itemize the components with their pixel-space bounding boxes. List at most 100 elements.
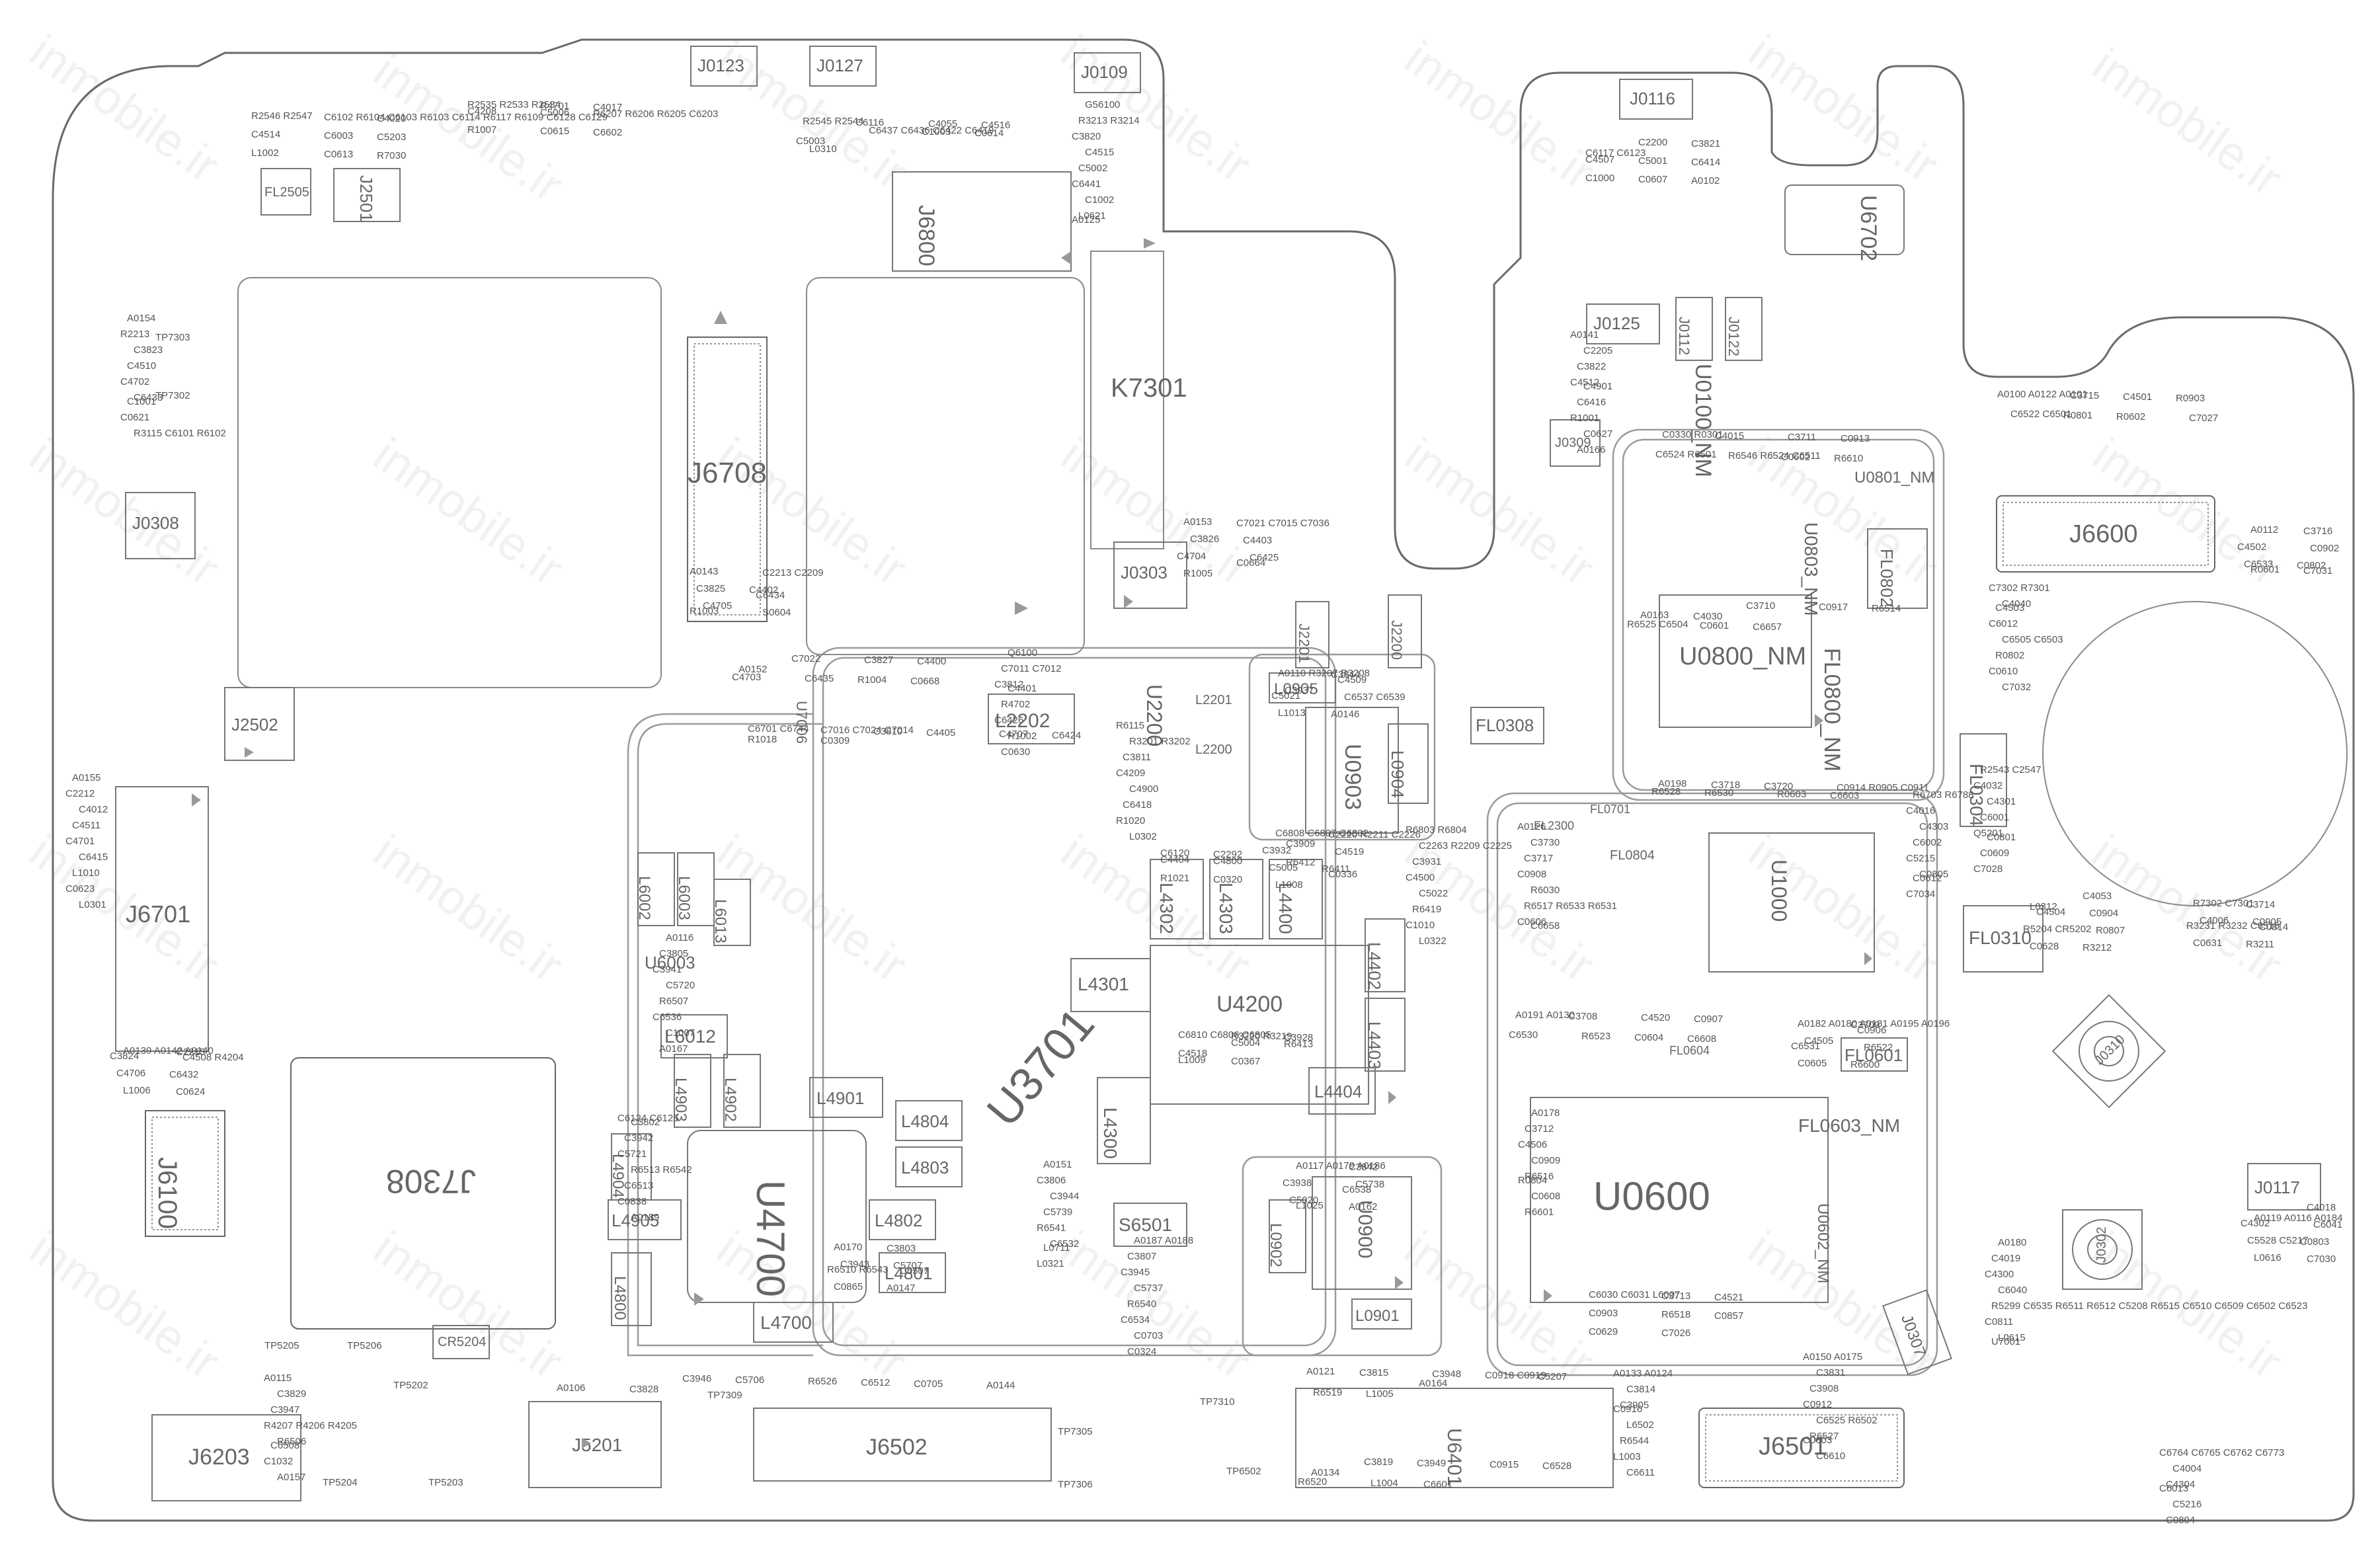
refdes-label: C0610 <box>1989 666 2018 677</box>
refdes-label: C5001 <box>1638 155 1667 167</box>
refdes-label: C5739 <box>1043 1207 1072 1218</box>
refdes-label: C4511 <box>72 820 100 831</box>
j6502-body <box>753 1408 1052 1482</box>
refdes-label: C3946 <box>682 1373 711 1384</box>
refdes-label: L1009 <box>1178 1054 1206 1066</box>
refdes-label: C0605 <box>1798 1058 1827 1069</box>
refdes-label: A0147 <box>887 1283 915 1294</box>
label-L2200: L2200 <box>1195 742 1232 757</box>
refdes-label: C2215 <box>176 1047 205 1058</box>
shield-k7301 <box>806 277 1085 655</box>
refdes-label: R6526 <box>808 1376 837 1387</box>
refdes-label: C0324 <box>1127 1346 1156 1357</box>
label-FL2505: FL2505 <box>264 185 309 200</box>
label-L4801: L4801 <box>885 1263 932 1283</box>
refdes-label: C4402 <box>749 584 778 596</box>
l4300-body <box>1097 1077 1151 1164</box>
label-L0902: L0902 <box>1267 1223 1285 1267</box>
l6002-body <box>637 852 675 926</box>
label-U6003: U6003 <box>645 953 695 973</box>
refdes-label: C3718 <box>1711 779 1740 791</box>
refdes-label: R1001 <box>1570 413 1599 424</box>
refdes-label: C4901 <box>1583 381 1612 392</box>
refdes-label: C5528 C5217 <box>2247 1235 2309 1246</box>
refdes-label: L0615 <box>1998 1332 2026 1343</box>
refdes-label: R6516 <box>1525 1171 1554 1182</box>
refdes-label: C7028 <box>1973 863 2003 875</box>
label-L4903: L4903 <box>672 1078 690 1122</box>
refdes-label: C4404 <box>1160 854 1189 865</box>
refdes-label: L1002 <box>251 147 279 159</box>
refdes-label: C4040 <box>2002 598 2031 610</box>
refdes-label: C0628 <box>2030 941 2059 952</box>
refdes-label: C3717 <box>1524 853 1553 864</box>
l4803-body <box>895 1146 963 1187</box>
refdes-label: C0627 <box>1583 428 1612 440</box>
refdes-label: R6412 <box>1286 857 1315 868</box>
j0127-body <box>809 46 877 87</box>
refdes-label: C1000 <box>1585 173 1614 184</box>
refdes-label: C2200 <box>1638 137 1667 148</box>
refdes-label: C4501 <box>2123 391 2152 403</box>
j0307-body <box>1882 1289 1952 1375</box>
refdes-label: A0178 <box>1531 1107 1560 1119</box>
label-U0100: U0100_NM <box>1690 364 1716 477</box>
refdes-label: C5003 <box>796 136 825 147</box>
svg-text:inmobile.ir: inmobile.ir <box>1739 1222 1948 1390</box>
svg-text:inmobile.ir: inmobile.ir <box>364 1222 573 1390</box>
refdes-label: C6536 <box>653 1012 682 1023</box>
refdes-label: C6603 <box>1830 790 1859 801</box>
refdes-label: C6424 <box>1052 730 1081 741</box>
j2502-body <box>224 687 295 761</box>
refdes-label: A0157 <box>277 1472 305 1483</box>
svg-text:inmobile.ir: inmobile.ir <box>20 825 229 993</box>
refdes-label: C6601 <box>1423 1479 1452 1490</box>
rect-shield-main <box>812 647 1337 1357</box>
refdes-label: Q6100 <box>1008 647 1037 658</box>
refdes-label: C7034 <box>1906 889 1935 900</box>
refdes-label: C4701 <box>65 836 95 847</box>
refdes-label: C0607 <box>1638 174 1667 185</box>
refdes-label: C0915 <box>1489 1459 1519 1470</box>
j6600-pins <box>2003 502 2209 566</box>
refdes-label: C5002 <box>1078 163 1107 174</box>
refdes-label: C0601 <box>1700 620 1729 631</box>
refdes-label: C3942 <box>624 1133 653 1144</box>
refdes-label: C3716 <box>2303 526 2332 537</box>
label-FL0308: FL0308 <box>1476 715 1534 735</box>
refdes-label: C4020 <box>377 113 406 124</box>
refdes-label: C6415 <box>79 852 108 863</box>
l4905-body <box>608 1199 682 1240</box>
refdes-label: R6527 <box>1809 1431 1839 1442</box>
label-L4803: L4803 <box>901 1158 949 1177</box>
refdes-label: C4304 <box>2166 1479 2195 1490</box>
refdes-label: C3844 <box>1331 669 1360 680</box>
l4801-body <box>879 1252 946 1293</box>
refdes-label: C0804 <box>2166 1515 2195 1526</box>
refdes-label: C7031 <box>2303 565 2332 577</box>
refdes-label: R6541 <box>1037 1222 1066 1234</box>
refdes-label: R0802 <box>1995 650 2024 661</box>
label-J2502: J2502 <box>231 715 278 735</box>
refdes-label: R1007 <box>467 124 496 136</box>
fl0308-body <box>1470 707 1544 744</box>
refdes-label: C3938 <box>1283 1177 1312 1189</box>
l6012-body <box>660 1014 728 1058</box>
refdes-label: C0613 <box>324 149 353 160</box>
label-U0900: U0900 <box>1354 1200 1376 1258</box>
l6013-body <box>713 879 751 946</box>
refdes-label: R3115 C6101 R6102 <box>134 428 226 439</box>
refdes-label: C4006 <box>2200 915 2229 926</box>
label-L4403: L4403 <box>1365 1021 1384 1069</box>
u6401-body <box>1295 1388 1614 1488</box>
refdes-label: C0801 <box>1987 832 2016 843</box>
refdes-label: C4520 <box>1641 1012 1670 1023</box>
refdes-label: R6525 C6504 <box>1627 619 1688 630</box>
refdes-label: R6514 <box>1872 603 1901 614</box>
refdes-label: C0631 <box>2193 937 2222 949</box>
refdes-label: C4702 <box>120 376 149 387</box>
refdes-label: A0198 <box>1658 778 1686 789</box>
shield-u0900-lower <box>1242 1156 1443 1357</box>
refdes-label: R6546 R6524 C6511 <box>1728 450 1821 461</box>
